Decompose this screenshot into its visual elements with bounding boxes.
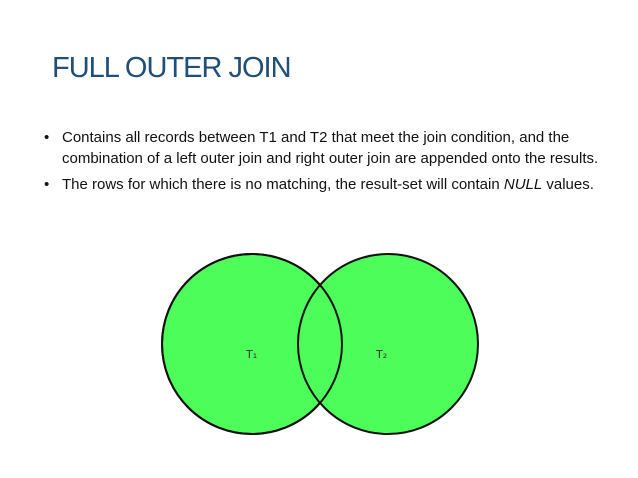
venn-svg: T₁ T₂ xyxy=(161,253,479,435)
venn-diagram: T₁ T₂ xyxy=(150,252,490,437)
slide-title: FULL OUTER JOIN xyxy=(52,52,292,84)
bullet-text: The rows for which there is no matching,… xyxy=(62,176,504,193)
bullet-text: Contains all records between T1 and T2 t… xyxy=(62,129,599,167)
bullet-marker: • xyxy=(44,129,50,146)
bullet-marker: • xyxy=(44,176,50,193)
null-emphasis: NULL xyxy=(503,176,543,193)
bullet-item: • The rows for which there is no matchin… xyxy=(44,175,604,196)
label-t1: T₁ xyxy=(245,348,257,361)
bullet-list: • Contains all records between T1 and T2… xyxy=(44,128,604,202)
circle-t1-outline xyxy=(161,253,343,435)
bullet-text-end: values. xyxy=(542,176,594,193)
bullet-item: • Contains all records between T1 and T2… xyxy=(44,128,604,169)
circle-t2 xyxy=(297,253,479,435)
label-t2: T₂ xyxy=(375,348,387,361)
